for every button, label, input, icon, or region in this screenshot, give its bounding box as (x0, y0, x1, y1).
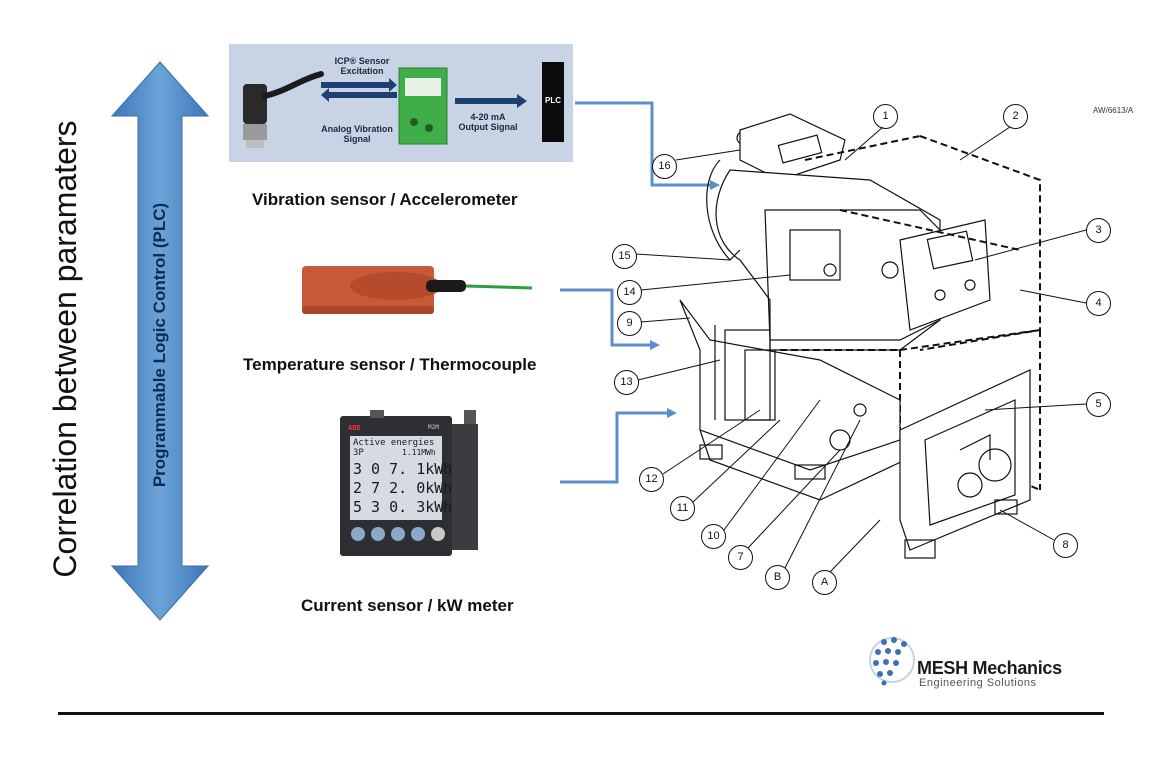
meter-header: Active energies (353, 438, 435, 448)
thermocouple-image (302, 266, 533, 314)
meter-total: 1.11MWh (402, 448, 436, 457)
pump-drawing (679, 113, 1041, 559)
current-connector (560, 408, 677, 484)
callout-13: 13 (614, 370, 639, 395)
icp-label: ICP® Sensor Excitation (334, 56, 390, 76)
callout-5: 5 (1086, 392, 1111, 417)
callout-8: 8 (1053, 533, 1078, 558)
analog-label: Analog Vibration Signal (321, 124, 393, 144)
meter-housing (340, 410, 478, 556)
callout-2: 2 (1003, 104, 1028, 129)
bottom-divider (58, 712, 1104, 715)
callout-9: 9 (617, 311, 642, 336)
drawing-ref-code: AW/6613/A (1093, 106, 1134, 115)
temperature-connector (560, 288, 660, 350)
double-arrow (110, 61, 210, 621)
plc-box-label: PLC (545, 96, 561, 105)
callout-12: 12 (639, 467, 664, 492)
callout-11: 11 (670, 496, 695, 521)
output-label: 4-20 mA Output Signal (458, 112, 518, 132)
meter-mode: 3P (353, 448, 364, 458)
current-caption: Current sensor / kW meter (301, 596, 514, 615)
vibration-connector (575, 101, 720, 190)
callout-7: 7 (728, 545, 753, 570)
meter-brand: ABB (348, 424, 361, 432)
callout-10: 10 (701, 524, 726, 549)
meter-model: M2M (428, 424, 439, 431)
brand-tagline: Engineering Solutions (919, 677, 1037, 689)
vibration-panel: ICP® Sensor Excitation Analog Vibration … (229, 44, 573, 162)
callout-15: 15 (612, 244, 637, 269)
meter-reading-3: 5 3 0. 3kWh (353, 498, 453, 516)
temperature-caption: Temperature sensor / Thermocouple (243, 355, 537, 374)
energy-meter: ABB M2M Active energies 3P 1.11MWh 3 0 7… (340, 410, 478, 562)
brand-logo-icon (869, 637, 915, 686)
callout-A: A (812, 570, 837, 595)
callout-16: 16 (652, 154, 677, 179)
callout-14: 14 (617, 280, 642, 305)
brand-name: MESH Mechanics (917, 658, 1062, 678)
vibration-caption: Vibration sensor / Accelerometer (252, 190, 518, 209)
callout-1: 1 (873, 104, 898, 129)
callout-3: 3 (1086, 218, 1111, 243)
plc-box: PLC (542, 62, 564, 142)
meter-reading-1: 3 0 7. 1kWh (353, 460, 453, 478)
meter-reading-2: 2 7 2. 0kWh (353, 479, 453, 497)
accelerometer-image (243, 67, 527, 148)
callout-4: 4 (1086, 291, 1111, 316)
callout-B: B (765, 565, 790, 590)
